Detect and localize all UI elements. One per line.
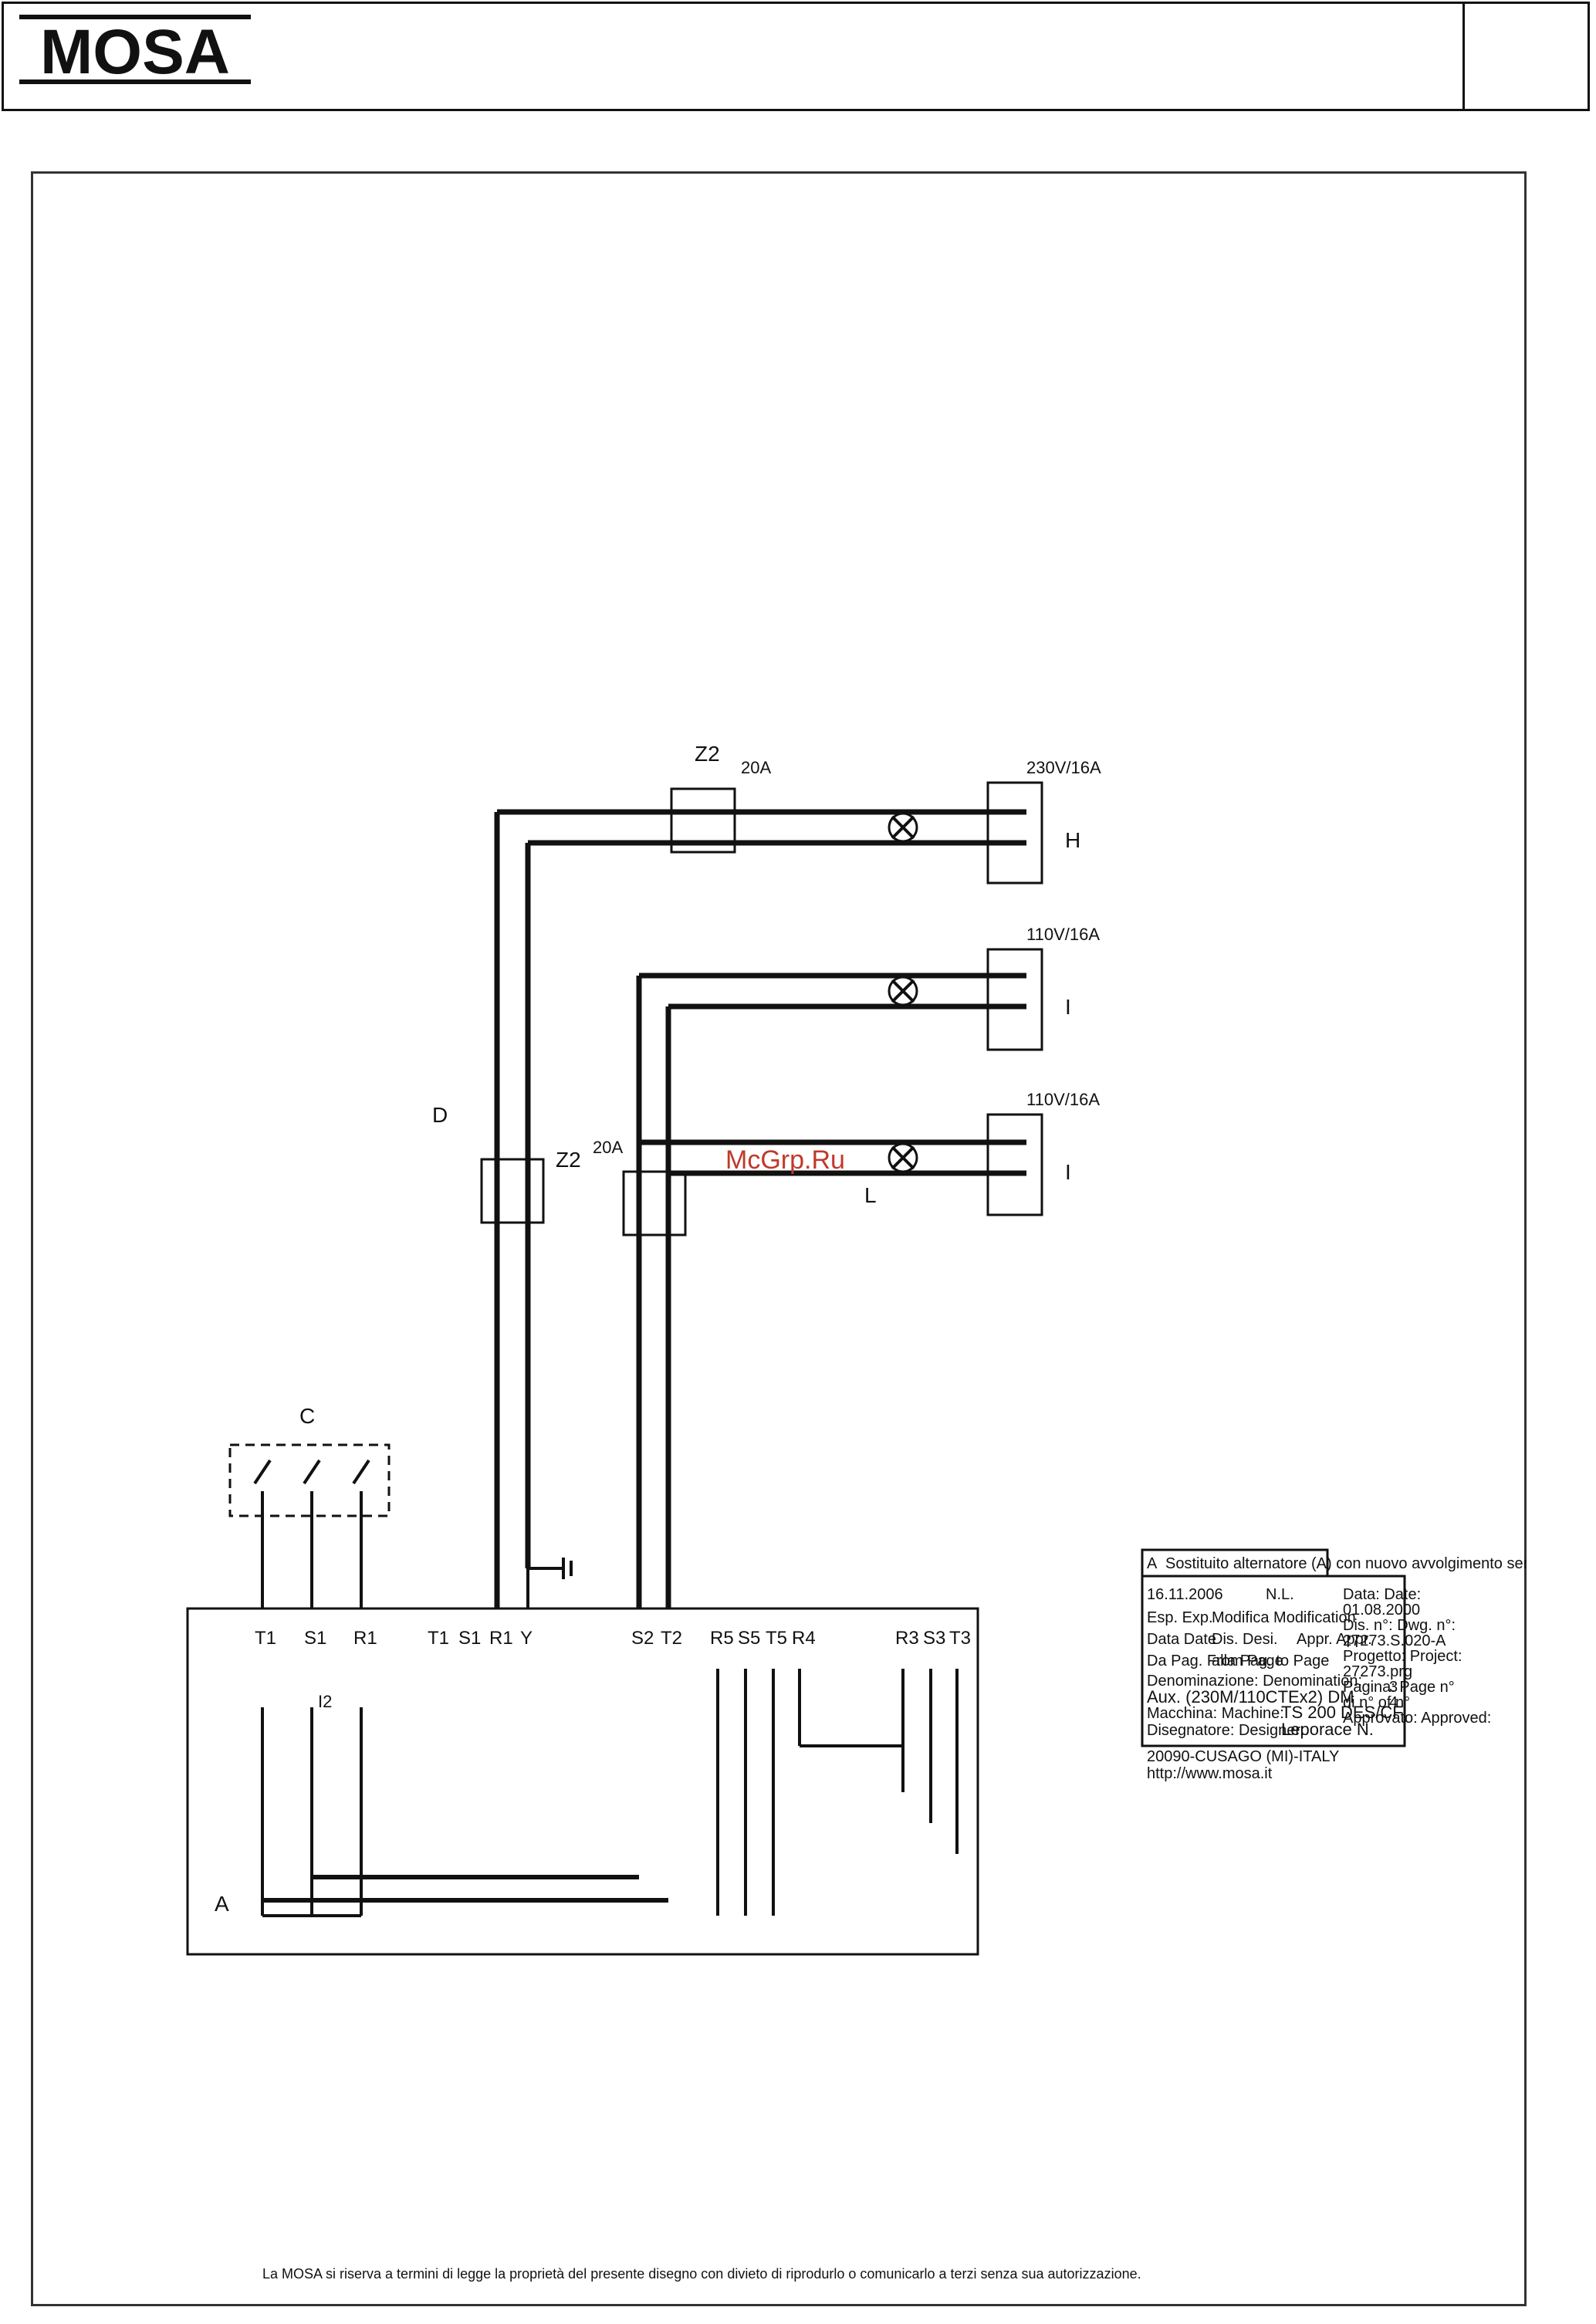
progetto-value: 27273.prg (1343, 1663, 1412, 1680)
mosa-logo: MOSA (19, 15, 251, 84)
date-value: 01.08.2000 (1343, 1602, 1420, 1619)
breaker-z2-lower (622, 1170, 687, 1236)
terminal-label: S5 (738, 1628, 760, 1649)
pagina-value: 3 (1389, 1679, 1398, 1696)
label-i1: I (1065, 995, 1071, 1019)
terminal-label: S1 (458, 1628, 481, 1649)
dis-label: Dis. Desi. (1212, 1631, 1278, 1648)
terminal-label: R5 (710, 1628, 734, 1649)
macchina-label: Macchina: Machine: (1147, 1705, 1284, 1722)
title-block-main (1141, 1575, 1406, 1747)
revision-date: 16.11.2006 (1147, 1586, 1223, 1603)
terminal-label: Y (520, 1628, 533, 1649)
label-internal-l2: I2 (318, 1692, 332, 1711)
di-value: 4 (1389, 1694, 1398, 1711)
label-a: A (215, 1892, 229, 1916)
alla-pag-label: alla Pag. to Page (1212, 1653, 1329, 1669)
revision-author: N.L. (1266, 1586, 1294, 1603)
label-c: C (299, 1404, 315, 1428)
label-h: H (1065, 828, 1080, 852)
macchina-value: TS 200 DES/CF (1281, 1703, 1403, 1722)
lamp-3 (888, 1142, 918, 1173)
rating-z2-upper: 20A (741, 758, 771, 777)
wiring-diagram: A C D H I I L Z2 Z2 20A 20A 230V/16A 110… (186, 742, 1527, 2282)
dis-n-value: 27273.S.020-A (1343, 1632, 1446, 1649)
header-divider (1462, 4, 1465, 109)
pagina-label: Pagina: Page n° (1343, 1679, 1455, 1696)
switch-d (480, 1158, 545, 1224)
rating-socket-i2: 110V/16A (1026, 1090, 1100, 1109)
terminal-label: T2 (661, 1628, 682, 1649)
terminal-label: R1 (353, 1628, 377, 1649)
rating-z2-lower: 20A (593, 1138, 623, 1157)
terminal-label: R3 (895, 1628, 919, 1649)
lamp-2 (888, 976, 918, 1006)
socket-i1 (986, 948, 1043, 1051)
terminal-label: S2 (631, 1628, 654, 1649)
data-label: Data Date (1147, 1631, 1216, 1648)
terminal-label: T3 (949, 1628, 971, 1649)
terminal-label: T1 (428, 1628, 449, 1649)
denominazione-value: Aux. (230M/110CTEx2) DM (1147, 1687, 1354, 1707)
dis-n-label: Dis. n°: Dwg. n°: (1343, 1617, 1456, 1634)
revision-letter: A (1147, 1555, 1158, 1572)
socket-h (986, 781, 1043, 885)
terminal-label: R4 (792, 1628, 816, 1649)
breaker-c (228, 1443, 391, 1517)
terminal-label: T5 (766, 1628, 787, 1649)
rating-socket-i1: 110V/16A (1026, 925, 1100, 944)
denominazione-label: Denominazione: Denomination: (1147, 1673, 1362, 1690)
drawing-frame (31, 171, 1527, 2306)
label-z2-upper: Z2 (695, 742, 720, 766)
disegnatore-value: Leporace N. (1281, 1720, 1374, 1739)
da-pag-label: Da Pag. From Page (1147, 1653, 1283, 1669)
appr-label: Appr. Appr. (1297, 1631, 1372, 1648)
modifica-label: Modifica Modification (1212, 1609, 1356, 1626)
progetto-label: Progetto: Project: (1343, 1648, 1462, 1665)
terminal-label: S1 (304, 1628, 326, 1649)
lamp-1 (888, 812, 918, 843)
label-z2-lower: Z2 (556, 1148, 581, 1172)
label-d: D (432, 1103, 448, 1127)
approvato-label: Approvato: Approved: (1343, 1710, 1491, 1727)
breaker-z2-upper (670, 787, 736, 854)
footer-text: La MOSA si riserva a termini di legge la… (262, 2266, 1141, 2282)
disegnatore-label: Disegnatore: Designer: (1147, 1722, 1305, 1739)
label-i2: I (1065, 1160, 1071, 1184)
terminal-label: T1 (255, 1628, 276, 1649)
alternator-box (186, 1607, 979, 1956)
esp-label: Esp. Exp. (1147, 1609, 1213, 1626)
rating-socket-h: 230V/16A (1026, 758, 1101, 777)
socket-i2 (986, 1113, 1043, 1216)
terminal-label: R1 (489, 1628, 513, 1649)
watermark: McGrp.Ru (725, 1145, 845, 1175)
di-label: di n° of n° (1343, 1694, 1410, 1711)
page-header: MOSA (2, 2, 1590, 111)
revision-text: Sostituito alternatore (A) con nuovo avv… (1165, 1555, 1527, 1572)
label-l: L (864, 1183, 877, 1207)
company-address: 20090-CUSAGO (MI)-ITALY (1147, 1748, 1339, 1765)
company-web: http://www.mosa.it (1147, 1765, 1273, 1782)
date-label: Data: Date: (1343, 1586, 1421, 1603)
terminal-label: S3 (923, 1628, 945, 1649)
brand-name: MOSA (40, 17, 230, 84)
